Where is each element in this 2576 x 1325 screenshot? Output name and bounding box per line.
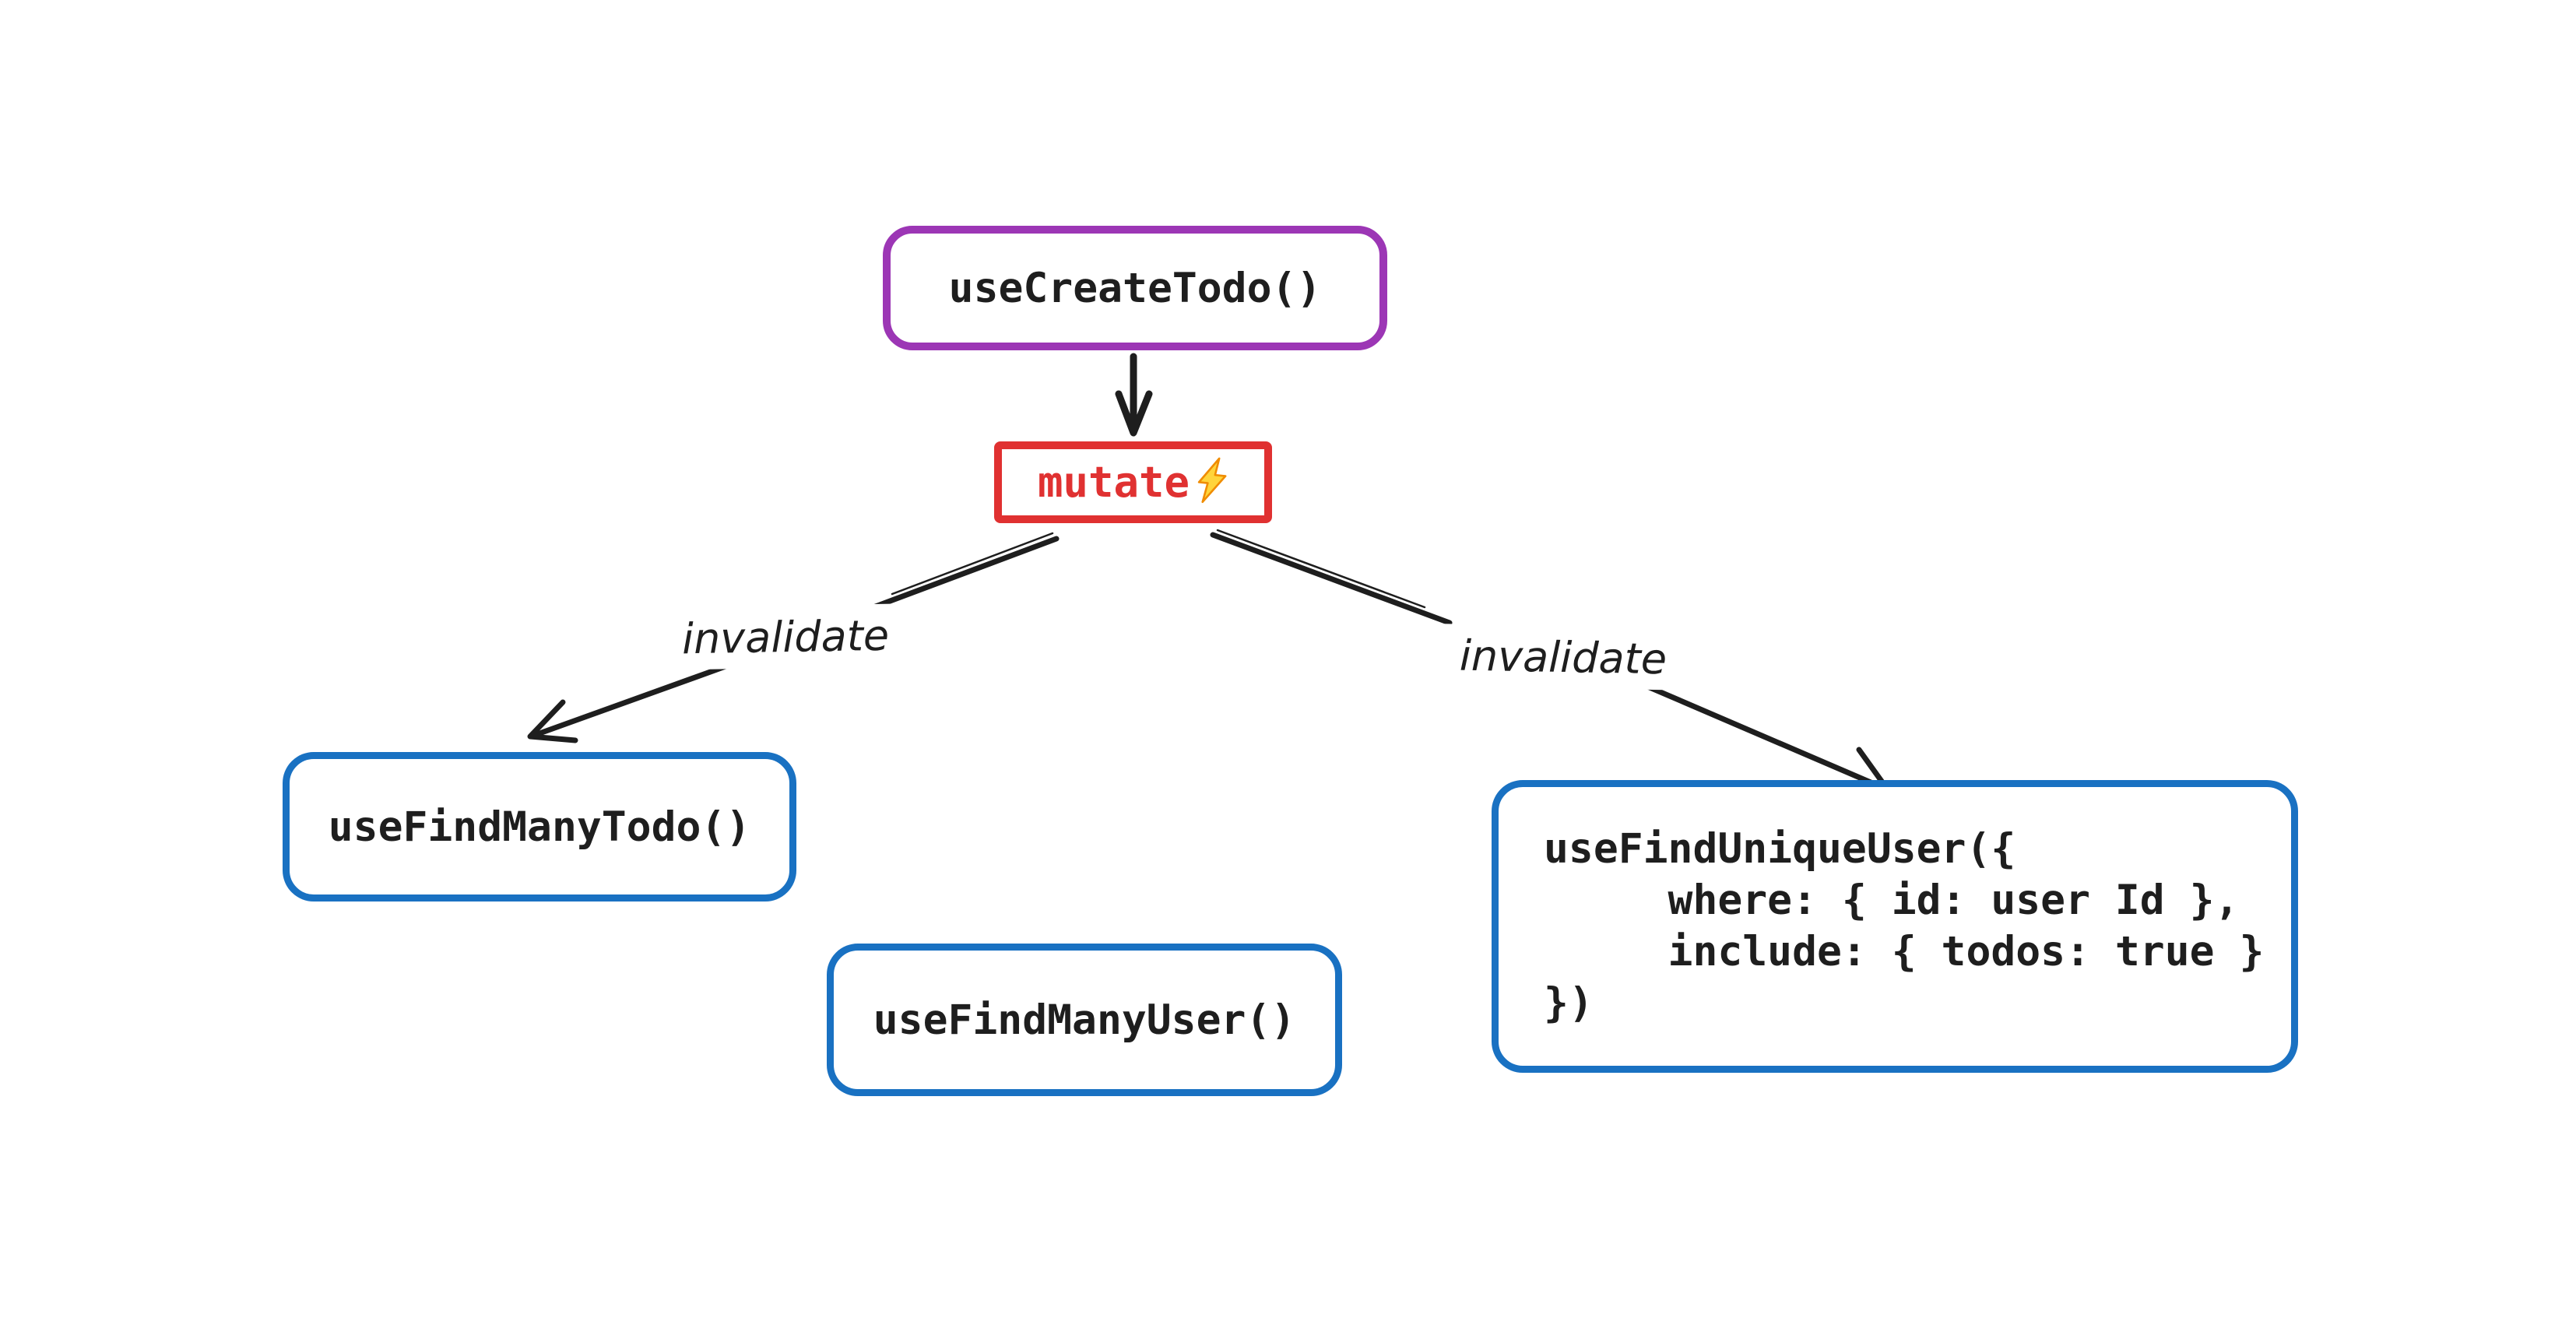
node-use-find-many-user: useFindManyUser() [827,944,1342,1096]
node-use-create-todo-label: useCreateTodo() [948,264,1322,312]
node-mutate: mutate [994,441,1272,523]
arrow-create-to-mutate [1115,353,1153,437]
lightning-bolt-icon [1193,454,1231,505]
code-line: where: { id: user Id }, [1544,877,2240,924]
node-use-find-many-todo: useFindManyTodo() [283,752,796,901]
arrow-invalidate-left [527,532,1060,743]
node-use-find-many-todo-label: useFindManyTodo() [328,803,751,851]
code-line: useFindUniqueUser({ [1544,825,2016,873]
edge-label-invalidate-left: invalidate [652,603,919,670]
edge-label-invalidate-right: invalidate [1430,624,1696,691]
node-use-create-todo: useCreateTodo() [883,226,1387,350]
code-line: }) [1544,979,1594,1027]
node-use-find-unique-user: useFindUniqueUser({ where: { id: user Id… [1492,780,2298,1073]
node-use-find-many-user-label: useFindManyUser() [873,996,1296,1044]
code-line: include: { todos: true } [1544,928,2265,975]
node-mutate-label: mutate [1037,458,1190,507]
